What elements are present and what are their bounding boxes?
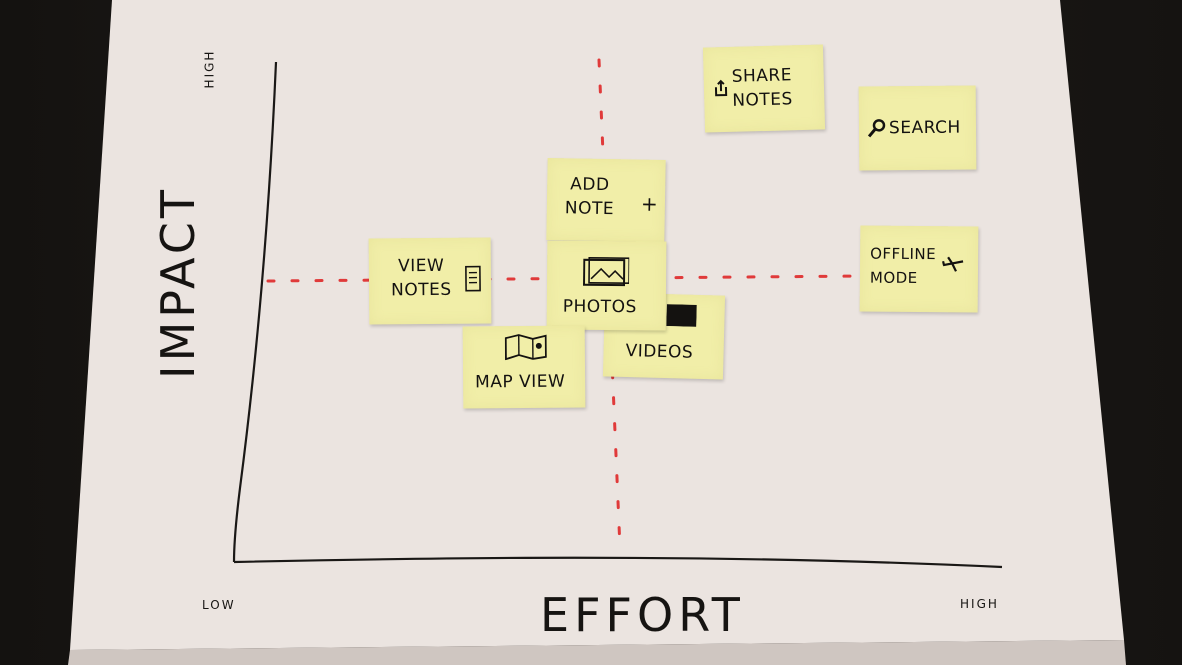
- horizontal-divider: [266, 274, 867, 283]
- sticky-search: SEARCH: [858, 85, 977, 171]
- sticky-add-note: ADD NOTE +: [546, 157, 666, 243]
- vertical-divider: [597, 58, 622, 550]
- sticky-map-view: MAP VIEW: [462, 325, 586, 409]
- add-note-label: ADD NOTE: [564, 174, 615, 220]
- add-note-plus: +: [640, 191, 659, 216]
- sticky-videos: VIDEOS: [602, 292, 726, 380]
- x-axis-high-label: HIGH: [960, 597, 999, 611]
- y-axis-line: [232, 61, 278, 563]
- x-axis-line: [233, 556, 1003, 569]
- sticky-photos: PHOTOS: [546, 240, 667, 331]
- x-axis-title: EFFORT: [540, 588, 745, 642]
- photos-label: PHOTOS: [562, 296, 637, 318]
- offline-mode-label: OFFLINE MODE: [869, 244, 937, 287]
- y-axis-high-label: HIGH: [202, 49, 217, 89]
- videos-label: VIDEOS: [625, 341, 694, 363]
- search-label: SEARCH: [888, 117, 961, 139]
- x-axis-low-label: LOW: [202, 598, 236, 612]
- y-axis-title: IMPACT: [151, 186, 205, 379]
- sticky-view-notes: VIEW NOTES: [368, 237, 492, 325]
- view-notes-label: VIEW NOTES: [390, 255, 452, 301]
- sticky-offline-mode: OFFLINE MODE: [859, 225, 979, 313]
- map-view-label: MAP VIEW: [475, 371, 566, 393]
- paper-edge: [68, 640, 1126, 665]
- share-notes-label: SHARE NOTES: [731, 65, 794, 111]
- sticky-share-notes: SHARE NOTES: [702, 44, 826, 133]
